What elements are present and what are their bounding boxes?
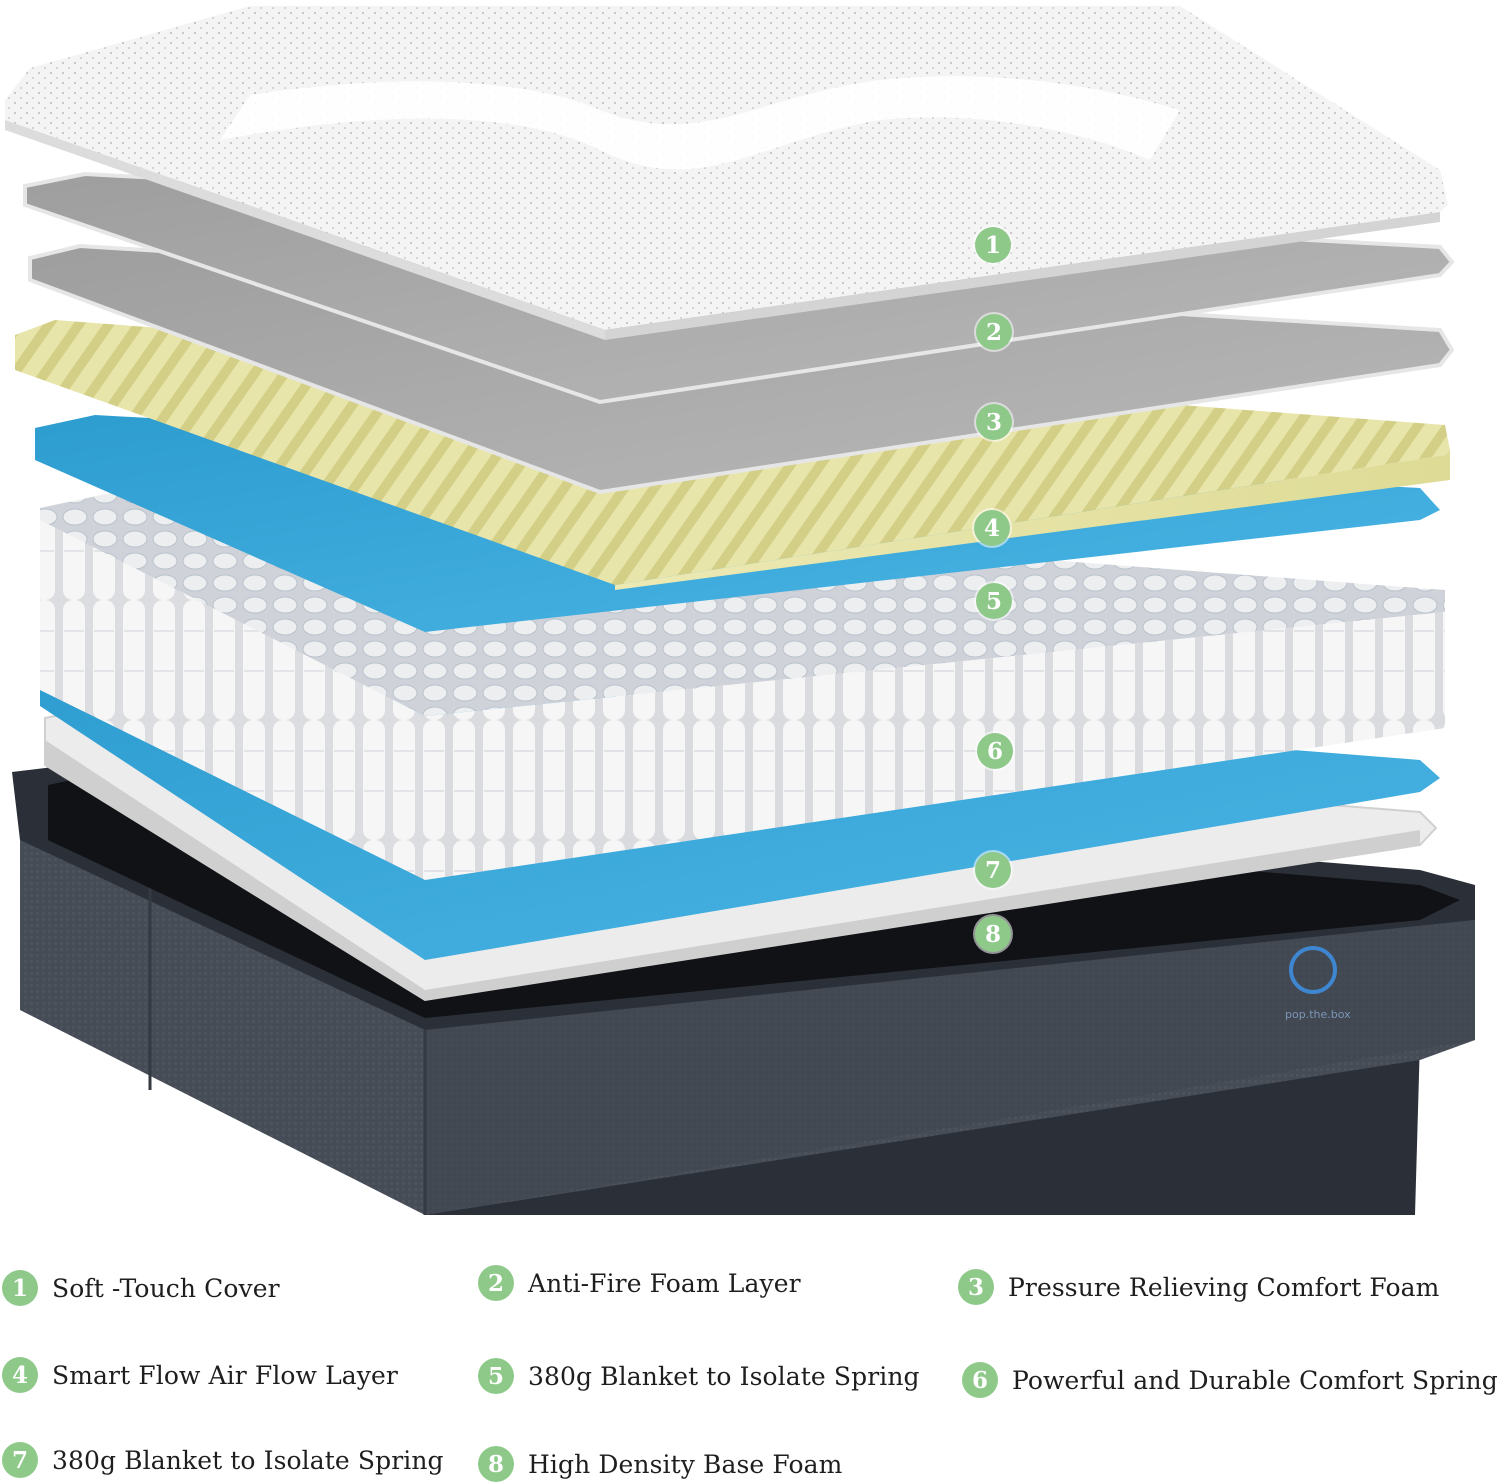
legend-item-5: 5 380g Blanket to Isolate Spring [478, 1356, 920, 1396]
legend-label-3: Pressure Relieving Comfort Foam [1008, 1272, 1440, 1302]
legend-item-7: 7 380g Blanket to Isolate Spring [2, 1440, 444, 1480]
legend-label-6: Powerful and Durable Comfort Spring [1012, 1365, 1498, 1395]
legend-item-1: 1 Soft -Touch Cover [2, 1268, 280, 1308]
legend-item-6: 6 Powerful and Durable Comfort Spring [962, 1360, 1498, 1400]
brand-logo-icon [1289, 946, 1337, 994]
legend-label-1: Soft -Touch Cover [52, 1273, 280, 1303]
legend-item-2: 2 Anti-Fire Foam Layer [478, 1263, 801, 1303]
legend-item-8: 8 High Density Base Foam [478, 1444, 842, 1484]
soft-touch-cover [5, 6, 1448, 340]
legend-number-4: 4 [2, 1357, 38, 1393]
mattress-layers-illustration: pop.the.box [5, 6, 1475, 1215]
legend-label-7: 380g Blanket to Isolate Spring [52, 1445, 444, 1475]
legend-number-5: 5 [478, 1358, 514, 1394]
layer-marker-1: 1 [975, 227, 1011, 263]
layer-marker-6: 6 [977, 733, 1013, 769]
legend-item-3: 3 Pressure Relieving Comfort Foam [958, 1267, 1439, 1307]
legend-label-4: Smart Flow Air Flow Layer [52, 1360, 398, 1390]
legend-number-7: 7 [2, 1442, 38, 1478]
layer-marker-7: 7 [975, 852, 1011, 888]
legend-number-8: 8 [478, 1446, 514, 1482]
layer-marker-4: 4 [974, 510, 1010, 546]
legend-label-2: Anti-Fire Foam Layer [528, 1268, 801, 1298]
legend-label-8: High Density Base Foam [528, 1449, 843, 1479]
legend-number-2: 2 [478, 1265, 514, 1301]
brand-logo-text: pop.the.box [1285, 1008, 1351, 1021]
layer-marker-8: 8 [975, 916, 1011, 952]
layer-marker-3: 3 [976, 404, 1012, 440]
layer-marker-2: 2 [976, 314, 1012, 350]
legend-label-5: 380g Blanket to Isolate Spring [528, 1361, 920, 1391]
legend-number-6: 6 [962, 1362, 998, 1398]
legend-number-3: 3 [958, 1269, 994, 1305]
layer-marker-5: 5 [976, 583, 1012, 619]
legend-item-4: 4 Smart Flow Air Flow Layer [2, 1355, 398, 1395]
legend-number-1: 1 [2, 1270, 38, 1306]
